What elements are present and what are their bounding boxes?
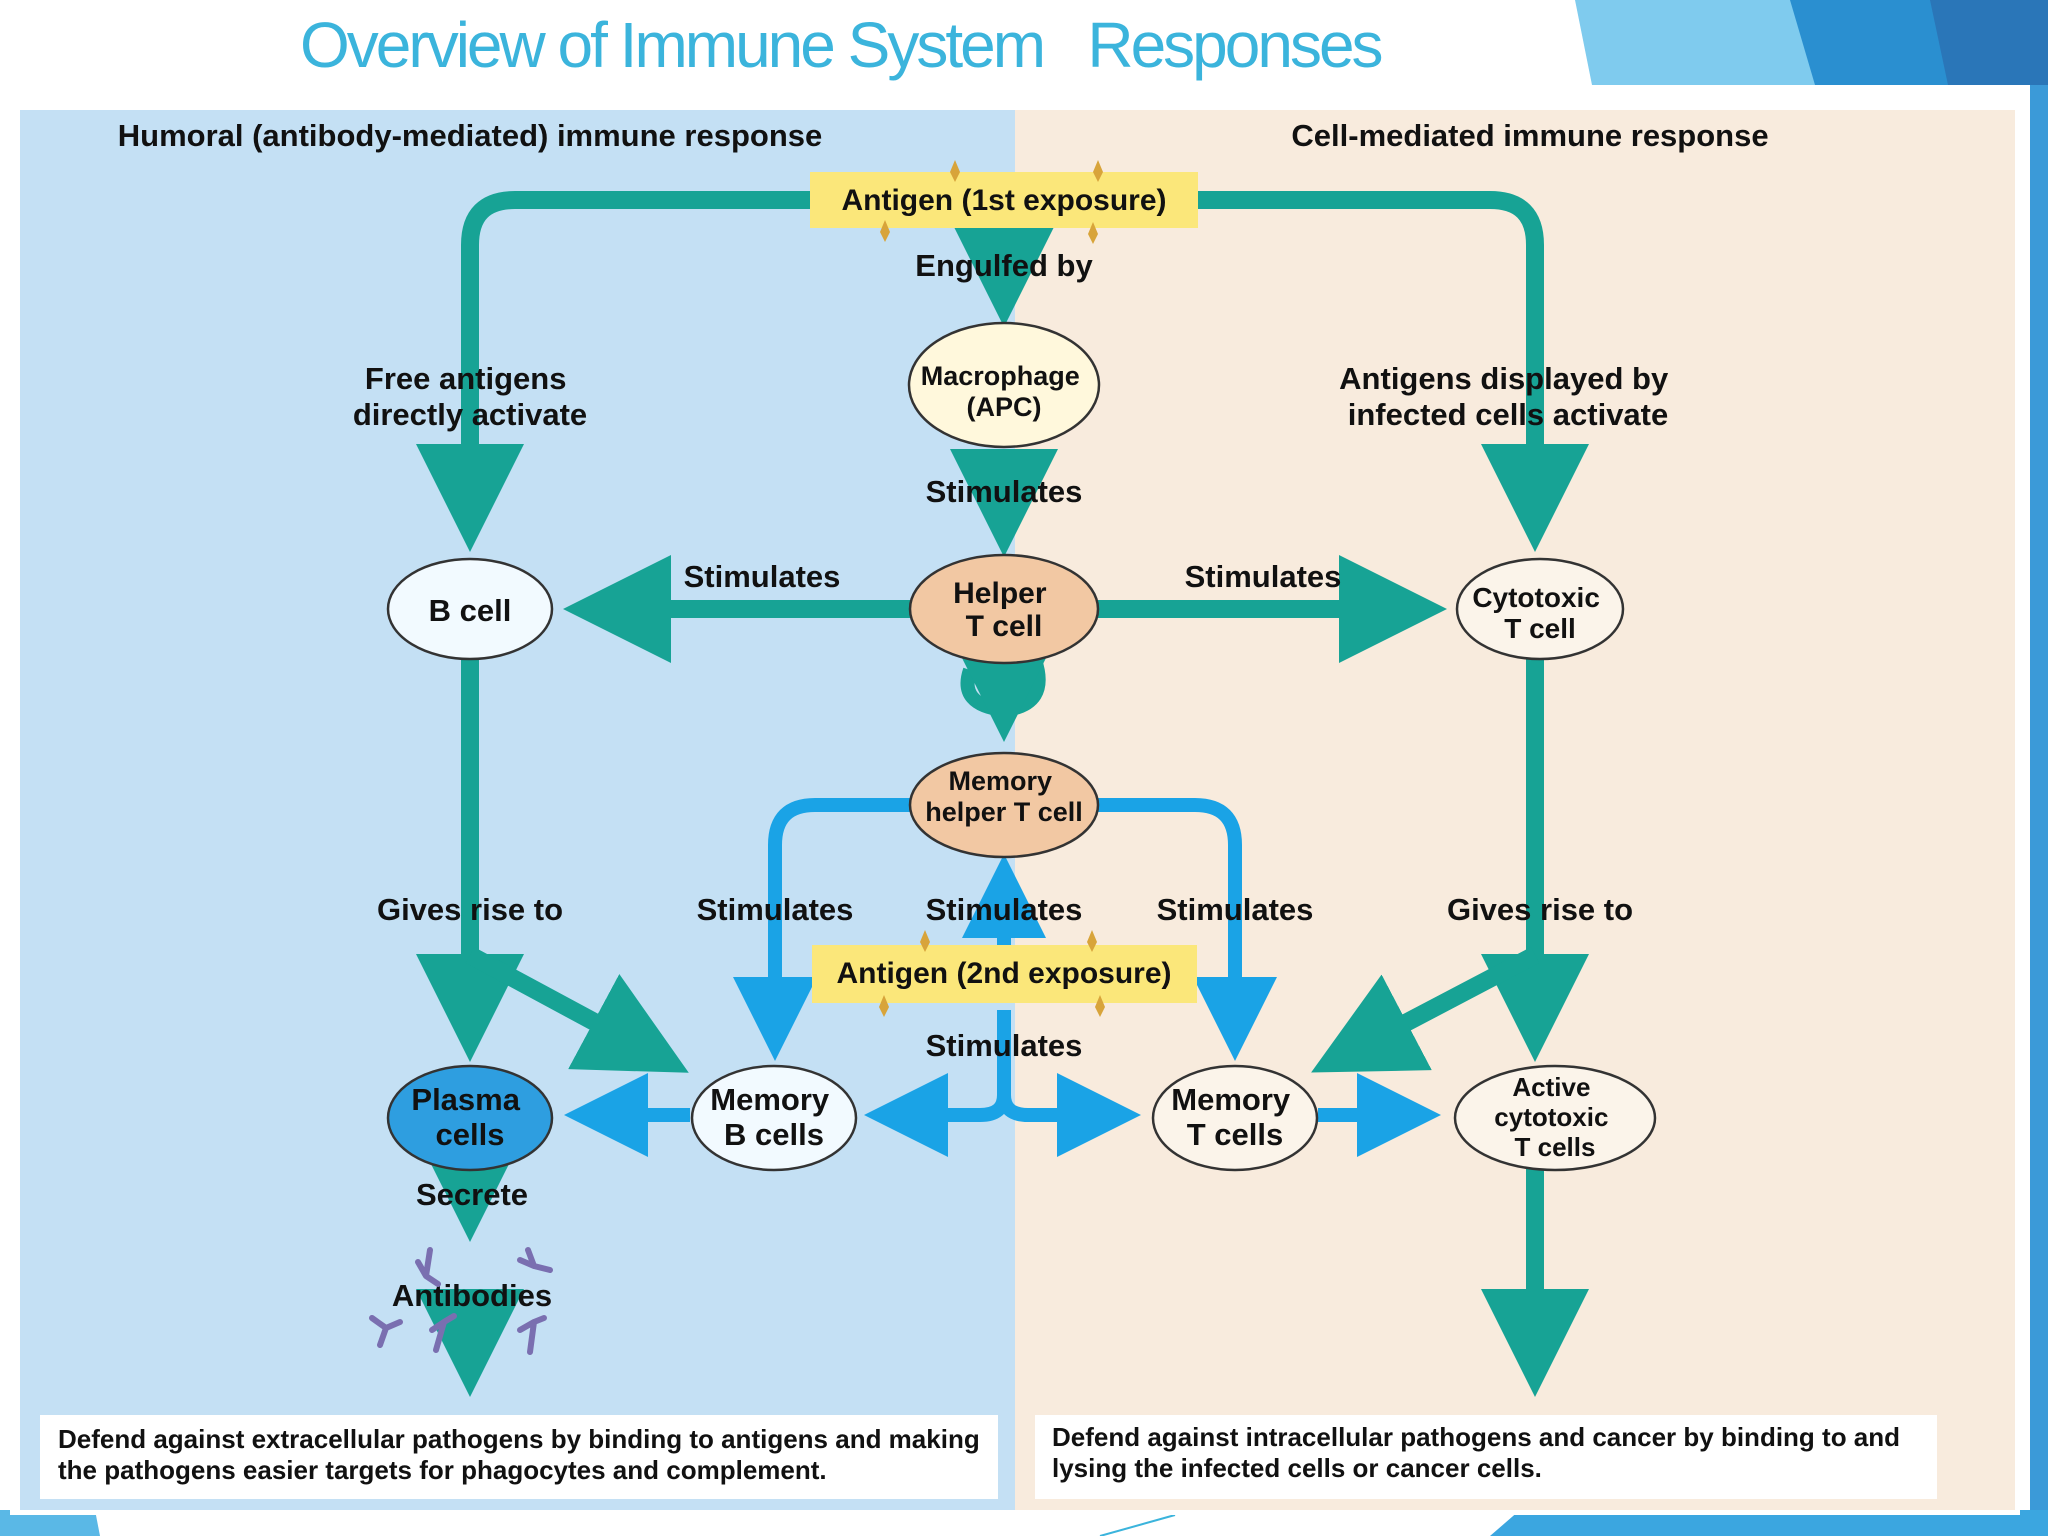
- stimulates-label-macrophage-helper: Stimulates: [926, 474, 1083, 509]
- stimulates-label-antigen2-up: Stimulates: [926, 892, 1083, 927]
- helper-t-node: [908, 553, 1100, 665]
- humoral-outcome-box: [40, 1415, 998, 1499]
- arrow-cytotoxic-to-memory-t: [1311, 947, 1540, 1073]
- gives-rise-to-label-b: Gives rise to: [377, 892, 563, 927]
- slide-title: Overview of Immune System Responses: [300, 9, 1384, 81]
- memory-b-cells-label: Memory B cells: [710, 1082, 838, 1152]
- arrow-antigen-to-b-cell: [416, 191, 812, 552]
- antigens-displayed-label: Antigens displayed by infected cells act…: [1339, 361, 1677, 432]
- active-cytotoxic-node: [1453, 1064, 1657, 1172]
- arrow-b-cell-to-memory-b: [465, 947, 689, 1073]
- plasma-cells-label: Plasma cells: [411, 1082, 528, 1152]
- antibody-icon: [369, 1247, 553, 1355]
- stimulates-label-memory-b: Stimulates: [697, 892, 854, 927]
- antigen-second-label: Antigen (2nd exposure): [836, 957, 1171, 990]
- stimulates-label-helper-cytotoxic: Stimulates: [1185, 559, 1342, 594]
- cell-mediated-heading: Cell-mediated immune response: [1291, 118, 1768, 153]
- arrow-antigen-to-cytotoxic: [1195, 191, 1589, 552]
- arrow-memory-helper-to-memory-b: [733, 798, 910, 1061]
- arrow-antigen2-to-memory-t: [997, 1073, 1141, 1157]
- macrophage-label: Macrophage (APC): [921, 361, 1088, 422]
- stimulates-label-helper-b: Stimulates: [684, 559, 841, 594]
- memory-helper-t-node: [908, 751, 1100, 859]
- memory-t-cells-label: Memory T cells: [1171, 1082, 1299, 1152]
- cell-mediated-outcome-box: [1035, 1415, 1937, 1499]
- antigen-first-exposure: Antigen (1st exposure): [810, 160, 1198, 244]
- antigen-second-exposure: Antigen (2nd exposure): [812, 930, 1197, 1017]
- memory-helper-t-label: Memory helper T cell: [925, 766, 1083, 827]
- humoral-heading: Humoral (antibody-mediated) immune respo…: [118, 118, 823, 153]
- bottom-decor-right: [1490, 1510, 2048, 1536]
- antigen-first-label: Antigen (1st exposure): [841, 184, 1166, 217]
- macrophage-node: [907, 321, 1101, 449]
- corner-decor-mid: [1930, 0, 2048, 85]
- cell-mediated-outcome-text: Defend against intracellular pathogens a…: [1052, 1422, 1901, 1483]
- active-cytotoxic-label: Active cytotoxic T cells: [1494, 1072, 1615, 1162]
- gives-rise-to-label-cytotoxic: Gives rise to: [1447, 892, 1633, 927]
- memory-b-cells-node: [690, 1064, 858, 1172]
- bottom-decor-left: [0, 1510, 100, 1536]
- helper-t-label: Helper T cell: [953, 577, 1055, 643]
- humoral-outcome-text: Defend against extracellular pathogens b…: [58, 1424, 980, 1485]
- cytotoxic-t-node: [1455, 557, 1625, 661]
- free-antigens-label: Free antigens directly activate: [353, 361, 587, 432]
- antibodies-label: Antibodies: [392, 1278, 552, 1313]
- engulfed-by-label: Engulfed by: [915, 248, 1093, 283]
- memory-t-cells-node: [1151, 1064, 1319, 1172]
- stimulates-label-memory-t: Stimulates: [1157, 892, 1314, 927]
- bottom-decor-line: [1099, 1514, 1176, 1536]
- plasma-cells-node: [386, 1064, 554, 1172]
- secrete-label: Secrete: [416, 1177, 528, 1212]
- arrow-memory-helper-to-memory-t: [1098, 798, 1277, 1061]
- cytotoxic-t-label: Cytotoxic T cell: [1472, 582, 1607, 644]
- side-decor-strip: [2030, 85, 2048, 1536]
- stimulates-label-antigen2-down: Stimulates: [926, 1028, 1083, 1063]
- b-cell-node: [386, 557, 554, 661]
- b-cell-label: B cell: [429, 593, 512, 628]
